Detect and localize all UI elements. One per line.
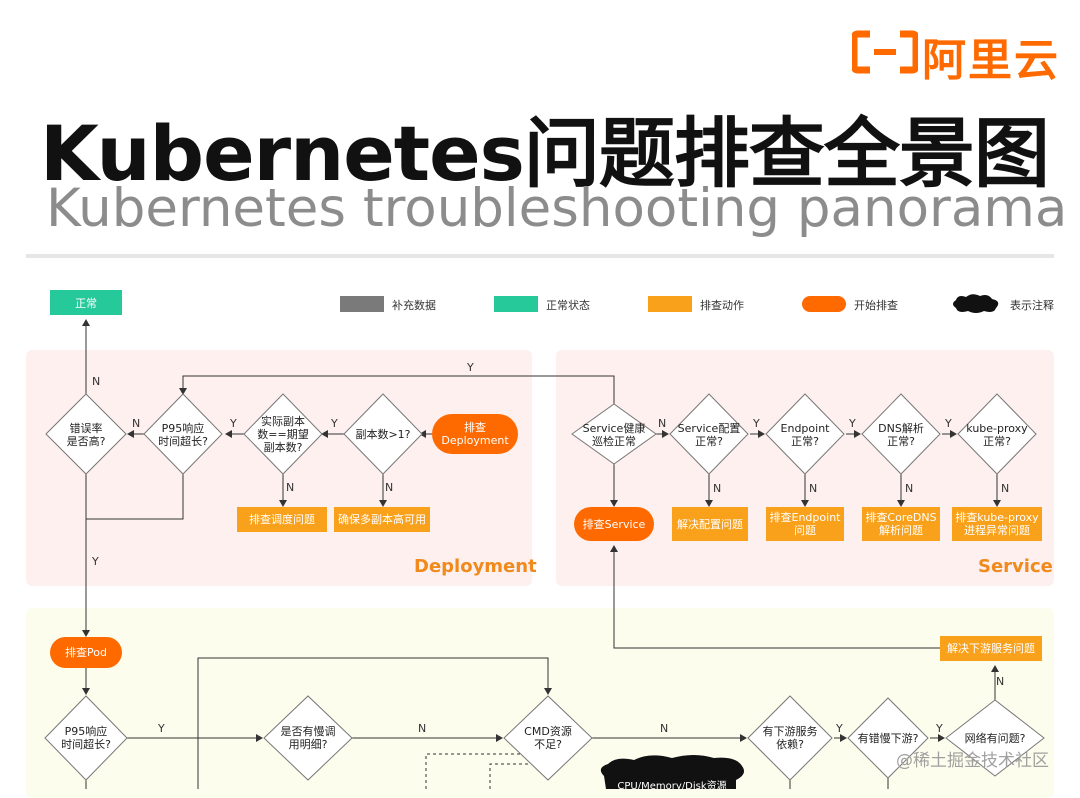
aliyun-logo-icon: [852, 30, 918, 74]
start-pod[interactable]: 排查Pod: [50, 637, 122, 668]
mark-n: N: [418, 722, 427, 735]
mark-n: N: [905, 482, 914, 495]
decision-endpoint-label: Endpoint 正常?: [780, 422, 830, 448]
legend-label-supplement: 补充数据: [392, 299, 436, 312]
legend-swatch-supplement: [340, 296, 384, 312]
page-subtitle: Kubernetes troubleshooting panorama: [46, 178, 1068, 239]
legend-swatch-action: [648, 296, 692, 312]
watermark: @稀土掘金技术社区: [896, 751, 1049, 771]
decision-slow-detail: [263, 695, 353, 781]
mark-n: N: [996, 675, 1005, 688]
section-label-deployment: Deployment: [414, 556, 537, 577]
mark-y: Y: [467, 361, 474, 374]
decision-p95-deploy: [143, 393, 223, 475]
mark-n: N: [286, 481, 295, 494]
decision-service-health: [571, 403, 657, 465]
decision-replicas-label: 副本数>1?: [355, 428, 411, 441]
action-multi-replica[interactable]: 确保多副本高可用: [334, 507, 430, 532]
legend-label-note: 表示注释: [1010, 299, 1054, 312]
mark-n: N: [92, 375, 101, 388]
decision-error-slow-label: 有错慢下游?: [857, 732, 919, 745]
mark-y: Y: [331, 417, 338, 430]
decision-cmd: [503, 695, 593, 781]
mark-y: Y: [753, 417, 760, 430]
decision-endpoint: [765, 393, 845, 475]
decision-network-label: 网络有问题?: [964, 732, 1026, 745]
legend-label-action: 排查动作: [700, 299, 744, 312]
decision-network: [945, 699, 1045, 777]
decision-pod-p95-label: P95响应 时间超长?: [61, 725, 111, 751]
mark-y: Y: [230, 417, 237, 430]
mark-y: Y: [945, 417, 952, 430]
decision-error-rate-label: 错误率 是否高?: [66, 422, 106, 448]
decision-actual-replicas: [243, 393, 323, 475]
decision-service-config: [669, 393, 749, 475]
action-kube-proxy[interactable]: 排查kube-proxy 进程异常问题: [952, 507, 1042, 541]
start-service[interactable]: 排查Service: [574, 507, 654, 541]
section-label-service: Service: [978, 556, 1053, 577]
status-normal-box: 正常: [50, 290, 122, 315]
decision-pod-p95: [44, 695, 128, 781]
mark-y: Y: [92, 555, 99, 568]
mark-n: N: [658, 417, 667, 430]
mark-y: Y: [936, 722, 943, 735]
decision-cmd-label: CMD资源 不足?: [524, 725, 572, 751]
mark-n: N: [385, 481, 394, 494]
decision-error-rate: [45, 393, 127, 475]
decision-kube-proxy-label: kube-proxy 正常?: [966, 422, 1028, 448]
mark-n: N: [713, 482, 722, 495]
action-coredns[interactable]: 排查CoreDNS 解析问题: [862, 507, 940, 541]
page-title: Kubernetes问题排查全景图: [40, 109, 1050, 198]
legend-label-start: 开始排查: [854, 299, 898, 312]
note-cloud-icon: [600, 755, 744, 789]
action-resolve-config[interactable]: 解决配置问题: [672, 507, 748, 541]
mark-y: Y: [849, 417, 856, 430]
decision-service-config-label: Service配置 正常?: [677, 422, 741, 448]
header-divider: [26, 254, 1054, 258]
brand-name: 阿里云: [922, 35, 1060, 86]
decision-dns-label: DNS解析 正常?: [878, 422, 924, 448]
decision-kube-proxy: [957, 393, 1037, 475]
action-downstream[interactable]: 解决下游服务问题: [940, 636, 1042, 661]
mark-n: N: [809, 482, 818, 495]
decision-error-slow: [847, 697, 929, 779]
mark-n: N: [132, 417, 141, 430]
legend-swatch-normal: [494, 296, 538, 312]
mark-n: N: [1001, 482, 1010, 495]
decision-p95-deploy-label: P95响应 时间超长?: [158, 422, 208, 448]
decision-slow-detail-label: 是否有慢调 用明细?: [280, 725, 336, 751]
decision-actual-replicas-label: 实际副本 数==期望 副本数?: [257, 415, 309, 454]
mark-y: Y: [158, 722, 165, 735]
start-deployment[interactable]: 排查 Deployment: [432, 414, 518, 454]
decision-downstream-label: 有下游服务 依赖?: [762, 725, 818, 751]
note-resources: CPU/Memory/Disk资源: [617, 781, 727, 792]
decision-dns: [861, 393, 941, 475]
mark-n: N: [660, 722, 669, 735]
legend-swatch-start: [802, 296, 846, 312]
decision-service-health-label: Service健康 巡检正常: [582, 422, 646, 448]
decision-replicas: [343, 393, 423, 475]
action-endpoint[interactable]: 排查Endpoint 问题: [766, 507, 844, 541]
mark-y: Y: [836, 722, 843, 735]
legend-swatch-note-cloud-icon: [953, 294, 999, 313]
action-scheduling[interactable]: 排查调度问题: [237, 507, 327, 532]
legend-label-normal: 正常状态: [546, 299, 590, 312]
decision-downstream: [747, 695, 833, 781]
